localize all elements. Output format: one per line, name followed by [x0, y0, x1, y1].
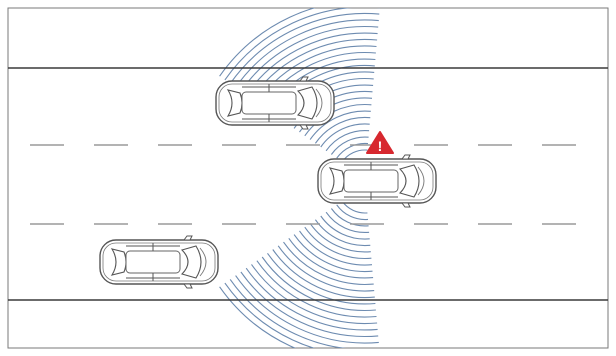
lower-left-car	[100, 236, 218, 288]
ego-car	[318, 155, 436, 207]
upper-left-car	[216, 77, 334, 129]
warning-symbol: !	[378, 138, 383, 154]
